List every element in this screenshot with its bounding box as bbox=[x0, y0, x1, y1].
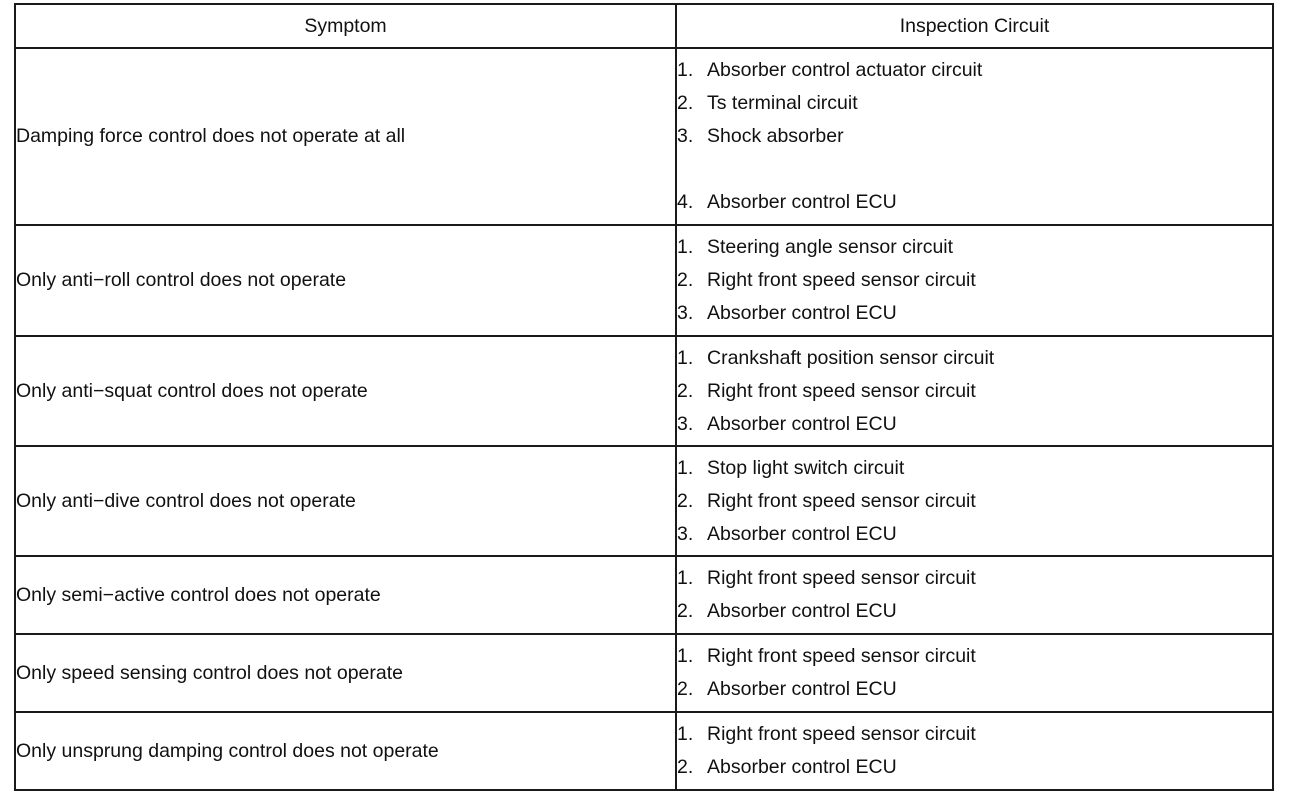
table-row: Only speed sensing control does not oper… bbox=[14, 633, 1274, 713]
list-item: 2. Absorber control ECU bbox=[677, 673, 1272, 706]
item-text: Right front speed sensor circuit bbox=[707, 489, 976, 512]
item-number: 1. bbox=[677, 456, 694, 479]
item-text: Absorber control ECU bbox=[707, 522, 897, 545]
table-row: Only unsprung damping control does not o… bbox=[14, 711, 1274, 791]
circuit-list: 1. Right front speed sensor circuit 2. Abs… bbox=[677, 562, 1272, 628]
list-item: 2. Right front speed sensor circuit bbox=[677, 485, 1272, 518]
item-text: Absorber control ECU bbox=[707, 191, 897, 213]
item-text: Steering angle sensor circuit bbox=[707, 236, 954, 258]
list-item: 2. Absorber control ECU bbox=[677, 595, 1272, 628]
item-number: 2. bbox=[677, 92, 694, 114]
list-item: 1. Crankshaft position sensor circuit bbox=[677, 342, 1272, 375]
list-item: 1. Stop light switch circuit bbox=[677, 452, 1272, 485]
circuit-list: 1. Absorber control actuator circuit 2. Ts… bbox=[677, 54, 1272, 219]
item-text: Absorber control ECU bbox=[707, 302, 897, 324]
symptom-cell: Only anti−squat control does not operate bbox=[14, 335, 677, 447]
item-number: 3. bbox=[677, 412, 694, 435]
symptom-cell: Only anti−roll control does not operate bbox=[14, 224, 677, 337]
header-row: Symptom Inspection Circuit bbox=[14, 3, 1274, 49]
circuit-list: 1. Steering angle sensor circuit 2. Right … bbox=[677, 231, 1272, 330]
item-text: Absorber control ECU bbox=[707, 600, 897, 622]
item-number: 2. bbox=[677, 600, 694, 622]
table-row: Only anti−dive control does not operate … bbox=[14, 445, 1274, 557]
item-number: 1. bbox=[677, 59, 694, 81]
circuit-list: 1. Crankshaft position sensor circuit 2. R… bbox=[677, 342, 1272, 441]
list-item: 1. Steering angle sensor circuit bbox=[677, 231, 1272, 264]
item-text: Absorber control ECU bbox=[707, 412, 897, 435]
item-number: 1. bbox=[677, 723, 694, 745]
item-text: Shock absorber bbox=[707, 125, 844, 147]
symptom-cell: Only speed sensing control does not oper… bbox=[14, 633, 677, 713]
item-number: 3. bbox=[677, 125, 694, 147]
circuit-cell: 1. Right front speed sensor circuit 2. Abs… bbox=[675, 555, 1274, 635]
table-row: Only anti−roll control does not operate … bbox=[14, 224, 1274, 337]
item-text: Absorber control ECU bbox=[707, 756, 897, 778]
item-number: 1. bbox=[677, 645, 694, 667]
item-number: 1. bbox=[677, 346, 694, 369]
item-text: Right front speed sensor circuit bbox=[707, 723, 976, 745]
item-text: Ts terminal circuit bbox=[707, 92, 858, 114]
symptom-cell: Damping force control does not operate a… bbox=[14, 47, 677, 226]
circuit-list: 1. Stop light switch circuit 2. Right fron… bbox=[677, 452, 1272, 551]
item-number: 1. bbox=[677, 236, 694, 258]
symptom-table: Symptom Inspection Circuit Damping force… bbox=[14, 3, 1274, 791]
symptom-cell: Only semi−active control does not operat… bbox=[14, 555, 677, 635]
header-symptom: Symptom bbox=[14, 3, 677, 49]
list-item: 2. Right front speed sensor circuit bbox=[677, 375, 1272, 408]
symptom-cell: Only unsprung damping control does not o… bbox=[14, 711, 677, 791]
list-item: 1. Absorber control actuator circuit bbox=[677, 54, 1272, 87]
header-inspection-circuit: Inspection Circuit bbox=[675, 3, 1274, 49]
list-item: 3. Absorber control ECU bbox=[677, 518, 1272, 551]
item-number: 2. bbox=[677, 678, 694, 700]
item-number: 3. bbox=[677, 302, 694, 324]
table-row: Only anti−squat control does not operate… bbox=[14, 335, 1274, 447]
list-item: 2. Absorber control ECU bbox=[677, 751, 1272, 784]
list-item: 3. Absorber control ECU bbox=[677, 408, 1272, 441]
item-text: Right front speed sensor circuit bbox=[707, 567, 976, 589]
item-number: 2. bbox=[677, 379, 694, 402]
item-text: Right front speed sensor circuit bbox=[707, 269, 976, 291]
list-item: 1. Right front speed sensor circuit bbox=[677, 640, 1272, 673]
table-row: Only semi−active control does not operat… bbox=[14, 555, 1274, 635]
item-text: Absorber control actuator circuit bbox=[707, 59, 983, 81]
item-number: 4. bbox=[677, 191, 694, 213]
item-text: Right front speed sensor circuit bbox=[707, 645, 976, 667]
item-number: 1. bbox=[677, 567, 694, 589]
item-number: 3. bbox=[677, 522, 694, 545]
table-row: Damping force control does not operate a… bbox=[14, 47, 1274, 226]
item-text: Absorber control ECU bbox=[707, 678, 897, 700]
symptom-cell: Only anti−dive control does not operate bbox=[14, 445, 677, 557]
list-item: 1. Right front speed sensor circuit bbox=[677, 718, 1272, 751]
list-item: 3. Absorber control ECU bbox=[677, 297, 1272, 330]
item-number: 2. bbox=[677, 489, 694, 512]
circuit-list: 1. Right front speed sensor circuit 2. Abs… bbox=[677, 640, 1272, 706]
circuit-cell: 1. Absorber control actuator circuit 2. Ts… bbox=[675, 47, 1274, 226]
item-text: Right front speed sensor circuit bbox=[707, 379, 976, 402]
item-text: Crankshaft position sensor circuit bbox=[707, 346, 995, 369]
item-text: Stop light switch circuit bbox=[707, 456, 905, 479]
circuit-cell: 1. Crankshaft position sensor circuit 2. R… bbox=[675, 335, 1274, 447]
circuit-list: 1. Right front speed sensor circuit 2. Abs… bbox=[677, 718, 1272, 784]
item-number: 2. bbox=[677, 756, 694, 778]
item-number: 2. bbox=[677, 269, 694, 291]
circuit-cell: 1. Steering angle sensor circuit 2. Right … bbox=[675, 224, 1274, 337]
list-item: 1. Right front speed sensor circuit bbox=[677, 562, 1272, 595]
list-item: 3. Shock absorber bbox=[677, 120, 1272, 153]
list-item: 4. Absorber control ECU bbox=[677, 186, 1272, 219]
list-item: 2. Ts terminal circuit bbox=[677, 87, 1272, 120]
circuit-cell: 1. Right front speed sensor circuit 2. Abs… bbox=[675, 633, 1274, 713]
list-item: 2. Right front speed sensor circuit bbox=[677, 264, 1272, 297]
circuit-cell: 1. Right front speed sensor circuit 2. Abs… bbox=[675, 711, 1274, 791]
circuit-cell: 1. Stop light switch circuit 2. Right fron… bbox=[675, 445, 1274, 557]
